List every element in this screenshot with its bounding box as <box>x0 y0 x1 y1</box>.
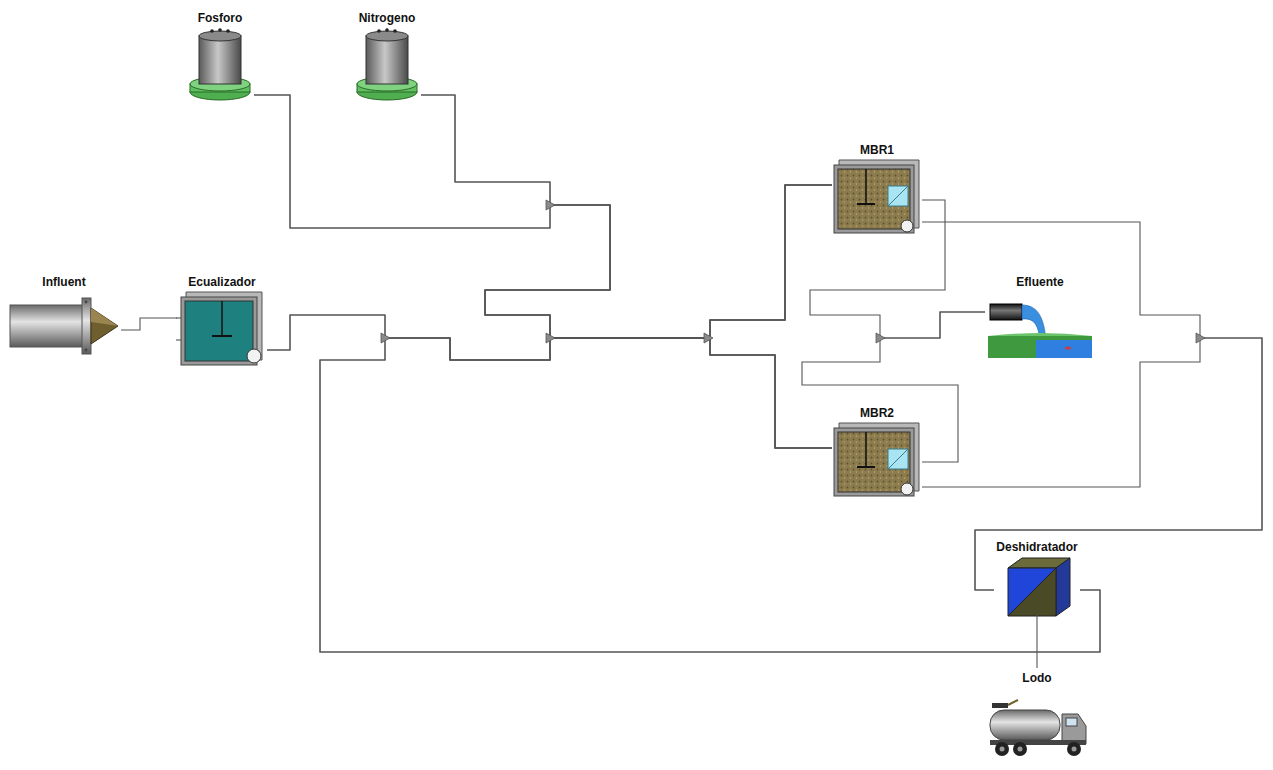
process-unit: Lodo <box>985 668 1089 760</box>
icon-space <box>987 290 1093 360</box>
flow-line <box>810 200 985 338</box>
chemical-tank <box>190 28 250 100</box>
flow-line <box>802 312 985 462</box>
icon-space <box>355 26 419 102</box>
process-unit: Fosforo <box>186 8 254 104</box>
mixer-symbol <box>546 200 555 210</box>
mixer-symbol <box>876 333 885 343</box>
process-unit: Ecualizador <box>177 272 267 368</box>
flow-line <box>421 95 832 448</box>
mixer-symbol <box>704 333 713 343</box>
icon-space <box>1004 555 1070 613</box>
icon-space <box>834 421 920 497</box>
unit-label: Efluente <box>987 274 1093 290</box>
flow-line <box>922 338 1262 590</box>
process-unit: Influent <box>7 272 121 362</box>
unit-label: Influent <box>9 274 119 290</box>
unit-label: Ecualizador <box>179 274 265 290</box>
unit-label: MBR1 <box>834 142 920 158</box>
influent-pipe <box>10 298 118 354</box>
dewatering-unit <box>1008 558 1070 616</box>
flow-line <box>121 318 177 330</box>
mixer-symbol <box>1196 333 1205 343</box>
icon-space <box>9 290 119 360</box>
flow-line <box>254 95 832 338</box>
flow-line <box>320 338 1100 652</box>
icon-space <box>179 290 265 366</box>
icon-space <box>188 26 252 102</box>
flow-line <box>1036 615 1037 668</box>
process-unit: MBR1 <box>832 140 922 236</box>
process-unit: Nitrogeno <box>353 8 421 104</box>
chemical-tank <box>357 28 417 100</box>
flow-line <box>254 95 832 448</box>
equalizer-tank <box>176 292 262 365</box>
mbr-reactor <box>834 423 919 496</box>
icon-space <box>987 686 1087 758</box>
flow-line <box>267 315 832 448</box>
mixer-symbol <box>381 333 390 343</box>
flow-line <box>421 95 832 338</box>
unit-label: Deshidratador <box>996 539 1078 555</box>
flow-line <box>320 185 1100 652</box>
process-unit: Efluente <box>985 272 1095 362</box>
unit-label: MBR2 <box>834 405 920 421</box>
mixer-symbol <box>546 333 555 343</box>
mbr-reactor <box>834 160 919 233</box>
unit-label: Fosforo <box>188 10 252 26</box>
flow-line <box>922 222 1262 590</box>
effluent-outfall <box>988 304 1092 358</box>
unit-label: Nitrogeno <box>355 10 419 26</box>
sludge-truck <box>990 700 1086 756</box>
flow-line <box>267 185 832 360</box>
unit-label: Lodo <box>987 670 1087 686</box>
process-unit: MBR2 <box>832 403 922 499</box>
icon-space <box>834 158 920 234</box>
process-unit: Deshidratador <box>994 537 1080 615</box>
